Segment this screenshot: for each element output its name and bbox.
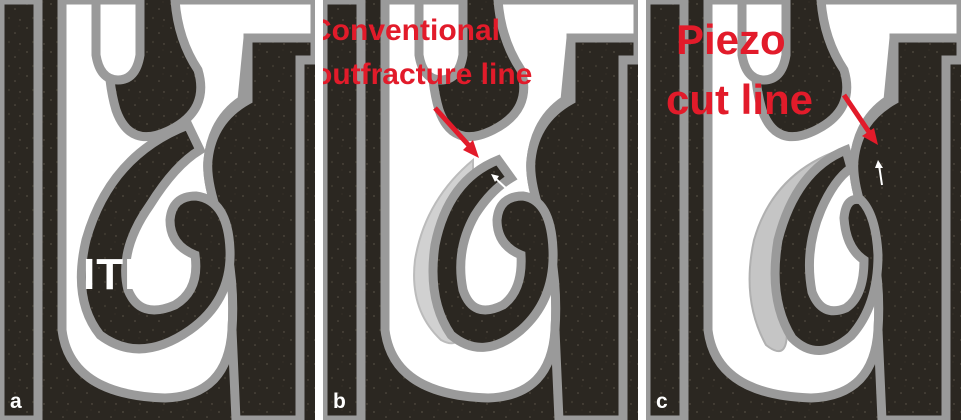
panel-letter-a: a — [10, 390, 22, 414]
panel-a-diagram — [0, 0, 315, 420]
annotation-line-2: cut line — [666, 76, 813, 124]
panel-letter-b: b — [333, 390, 346, 414]
septum — [0, 0, 38, 420]
panel-b: Conventional outfracture line b — [323, 0, 638, 420]
panel-letter-c: c — [656, 390, 668, 414]
upper-turbinate-loop — [96, 0, 140, 80]
itb-label: ITB — [83, 250, 157, 300]
annotation-line-1: Conventional — [323, 14, 500, 48]
panel-c: Piezo cut line c — [646, 0, 961, 420]
annotation-line-1: Piezo — [676, 16, 786, 64]
panel-a: ITB a — [0, 0, 315, 420]
annotation-line-2: outfracture line — [323, 58, 532, 92]
